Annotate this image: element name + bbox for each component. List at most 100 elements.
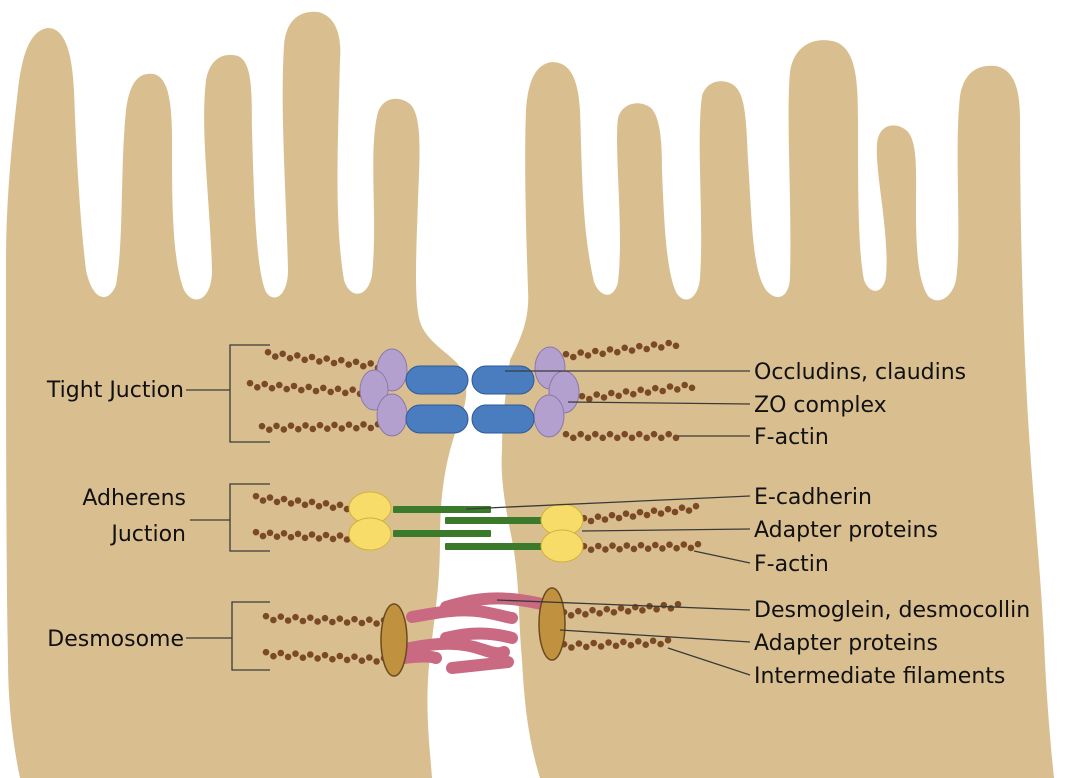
actin-bead [637,387,644,394]
actin-bead [582,611,589,618]
occludin-protein [406,405,468,433]
actin-bead [658,510,665,517]
actin-bead [330,504,337,511]
actin-bead [295,531,302,538]
actin-bead [686,507,693,514]
label-zo-complex: ZO complex [754,393,887,418]
actin-bead [274,499,281,506]
actin-bead [316,503,323,510]
actin-bead [295,426,302,433]
actin-bead [651,431,658,438]
actin-bead [314,618,321,625]
label-tight-junction: Tight Juction [46,378,184,403]
actin-bead [643,346,650,353]
actin-bead [353,425,360,432]
actin-bead [595,543,602,550]
actin-bead [658,435,665,442]
actin-bead [330,536,337,543]
actin-bead [307,614,314,621]
actin-bead [359,620,366,627]
adapter-protein [541,530,583,562]
actin-bead [570,435,577,442]
actin-bead [353,359,360,366]
actin-bead [269,385,276,392]
actin-bead [337,532,344,539]
actin-bead [307,651,314,658]
cadherin-protein [393,530,491,537]
actin-bead [595,513,602,520]
actin-bead [247,380,254,387]
actin-bead [368,425,375,432]
actin-bead [628,642,635,649]
actin-bead [563,431,570,438]
actin-bead [261,381,268,388]
actin-bead [608,390,615,397]
actin-bead [281,496,288,503]
actin-bead [302,535,309,542]
actin-bead [310,426,317,433]
actin-bead [596,610,603,617]
actin-bead [263,613,270,620]
actin-bead [688,545,695,552]
actin-bead [323,532,330,539]
actin-bead [337,653,344,660]
actin-bead [651,507,658,514]
actin-bead [630,391,637,398]
desmoglein-protein [404,657,436,659]
actin-bead [592,431,599,438]
actin-bead [604,606,611,613]
actin-bead [629,435,636,442]
actin-bead [673,343,680,350]
actin-bead [253,493,260,500]
actin-bead [351,653,358,660]
actin-bead [349,386,356,393]
actin-bead [294,352,301,359]
actin-bead [592,348,599,355]
actin-bead [302,502,309,509]
actin-bead [635,638,642,645]
actin-bead [373,620,380,627]
actin-bead [292,650,299,657]
actin-bead [283,386,290,393]
label-occludins-claudins: Occludins, claudins [754,360,966,385]
actin-bead [639,607,646,614]
occludin-protein [406,366,468,394]
adapter-protein [349,518,391,550]
actin-bead [621,431,628,438]
actin-bead [665,340,672,347]
label-f-actin-1: F-actin [754,425,829,450]
actin-bead [672,509,679,516]
actin-bead [301,357,308,364]
label-adherens-line1: Adherens [82,486,186,511]
actin-bead [267,530,274,537]
actin-bead [577,431,584,438]
actin-bead [605,639,612,646]
label-intermediate-filaments: Intermediate filaments [754,664,1005,689]
cadherin-protein [393,506,491,513]
actin-bead [260,533,267,540]
actin-bead [288,534,295,541]
actin-bead [337,502,344,509]
actin-bead [309,499,316,506]
desmosome-plaque [539,588,565,660]
actin-bead [273,423,280,430]
actin-bead [266,426,273,433]
actin-bead [327,389,334,396]
actin-bead [335,386,342,393]
actin-bead [324,425,331,432]
actin-bead [314,655,321,662]
actin-bead [322,652,329,659]
actin-bead [695,541,702,548]
actin-bead [630,513,637,520]
actin-bead [281,530,288,537]
actin-bead [291,383,298,390]
actin-bead [665,431,672,438]
actin-bead [260,497,267,504]
actin-bead [570,354,577,361]
actin-bead [624,542,631,549]
actin-bead [644,512,651,519]
actin-bead [331,360,338,367]
actin-bead [577,349,584,356]
actin-bead [602,516,609,523]
